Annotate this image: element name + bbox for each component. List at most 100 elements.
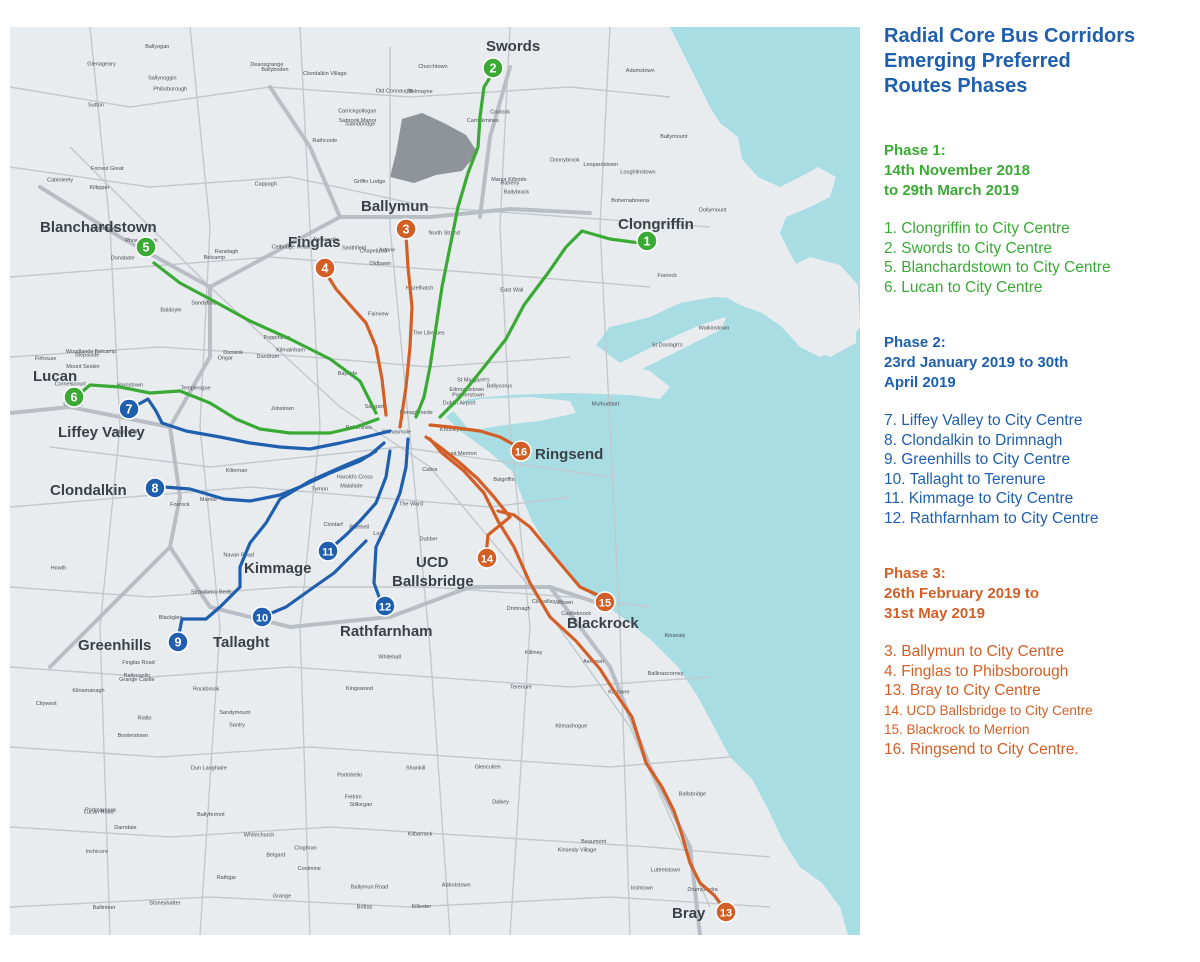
route-13-marker: 13 [715,901,737,923]
minor-place-label: Manor Kilbride [491,177,526,183]
route-11-line [328,449,392,551]
minor-place-label: Kiltipper [90,185,110,191]
minor-place-label: Rockbrook [193,687,220,693]
minor-place-label: Dun Laoghaire [191,766,227,772]
phase-1-label: Phase 1: [884,142,946,159]
marker-circle [510,440,532,462]
minor-place-label: Booterstown [118,733,149,739]
marker-circle [594,591,616,613]
minor-place-label: Phibsborough [153,87,187,93]
marker-circle [482,57,504,79]
legend-route-16: 16. Ringsend to City Centre. [884,740,1079,758]
minor-place-label: Ballymount [660,134,688,140]
minor-place-label: Ballycorus [487,384,513,390]
minor-place-label: Malahide [340,484,362,490]
minor-place-label: Palmerstown [452,393,484,399]
minor-place-label: Adamstown [626,68,655,74]
minor-place-label: Kilnamanagh [72,688,104,694]
bull-island [590,317,726,393]
minor-place-label: Sabrook Manor [339,118,377,124]
minor-place-label: Churchtown [418,64,447,70]
minor-place-label: Kinsealy Village [558,847,597,853]
minor-place-label: Donabate [111,255,135,261]
legend-route-8: 8. Clondalkin to Drimnagh [884,431,1063,449]
minor-place-label: Kilbarrack [408,831,433,837]
marker-number: 5 [143,241,150,255]
minor-place-label: Newcastle [313,237,338,243]
minor-place-label: Rathmines [346,425,373,431]
minor-place-label: Templeogue [181,385,211,391]
route-14-line [424,435,512,557]
route-9-line [176,441,386,641]
marker-number: 13 [720,908,732,920]
minor-place-label: Cabra [422,467,438,473]
minor-place-label: Jobstown [271,406,294,412]
minor-place-label: Ballymun Road [351,884,388,890]
marker-number: 10 [256,613,268,625]
route-6-line [74,383,380,435]
minor-place-label: Blackglen [159,615,183,621]
phase-2-label: Phase 2: [884,334,946,351]
minor-place-label: Strawberry Beds [191,589,232,595]
marker-circle [317,540,339,562]
minor-place-label: Walkinstown [699,326,730,332]
minor-place-label: Woodlands Balcamp [66,349,116,355]
minor-place-label: Coolock [490,110,510,116]
minor-place-label: Dollymount [699,208,727,214]
sea [446,27,860,935]
legend-route-14: 14. UCD Ballsbridge to City Centre [884,702,1093,718]
minor-place-label: Stillorgan [349,802,372,808]
place-labels: SwordsBlanchardstownFinglasBallymunClong… [33,38,706,922]
marker-number: 12 [379,602,391,614]
minor-place-label: Navan Road [223,552,254,558]
place-label-blackrock: Blackrock [567,615,639,632]
minor-place-label: Tyrrelstown [90,226,118,232]
minor-place-label: Mulhuddart [592,402,620,408]
phase-2-date-line-1: 23rd January 2019 to 30th [884,354,1069,371]
route-7-line [128,397,392,451]
route-16-marker: 16 [510,440,532,462]
minor-place-label: Lusk [373,531,385,537]
minor-place-label: Kilternan [226,468,248,474]
marker-circle [167,631,189,653]
route-2-marker: 2 [482,57,504,79]
place-label-bray: Bray [672,905,706,922]
route-3-line [398,233,414,429]
minor-place-label: Glenageary [87,61,116,67]
port-area [450,397,576,431]
route-1-line [438,229,642,419]
minor-place-label: Feltrim [345,795,362,801]
place-label-ucd-2: Ballsbridge [392,573,474,590]
minor-place-label: Celbridge Road [272,245,310,251]
minor-place-label: Marino [200,497,217,503]
legend-route-4: 4. Finglas to Phibsborough [884,662,1069,680]
minor-place-label: Abbotstown [442,882,471,888]
minor-place-label: East Wall [500,287,523,293]
minor-place-label: Dalkey [492,800,509,806]
minor-place-label: Ballyboden [261,67,288,73]
minor-place-label: Glencullen [475,765,501,771]
marker-number: 6 [71,391,78,405]
minor-place-label: Kingswood [346,686,373,692]
legend-route-9: 9. Greenhills to City Centre [884,451,1071,468]
legend-route-10: 10. Tallaght to Terenure [884,470,1046,488]
phase-3-date-line-2: 31st May 2019 [884,605,985,622]
minor-place-label: Foxrock [170,502,190,508]
marker-number: 7 [126,403,133,417]
minor-place-label: Bayside [338,371,358,377]
place-label-ringsend: Ringsend [535,446,603,463]
minor-place-label: Sutton [88,103,104,109]
place-label-ucd-1: UCD [416,554,449,571]
minor-place-label: Ongar [218,356,233,362]
place-label-greenhills: Greenhills [78,637,151,654]
minor-place-label: Brittas [357,905,373,911]
marker-circle [144,477,166,499]
route-4-marker: 4 [314,257,336,279]
minor-place-label: Sandyford [191,301,216,307]
marker-number: 3 [403,223,410,237]
phase-3-label: Phase 3: [884,565,946,582]
minor-place-label: Knocklyon [440,427,465,433]
phase-1-date-line-1: 14th November 2018 [884,162,1030,179]
minor-place-label: Kilmashogue [555,724,587,730]
minor-place-label: Grange Castle [119,677,154,683]
